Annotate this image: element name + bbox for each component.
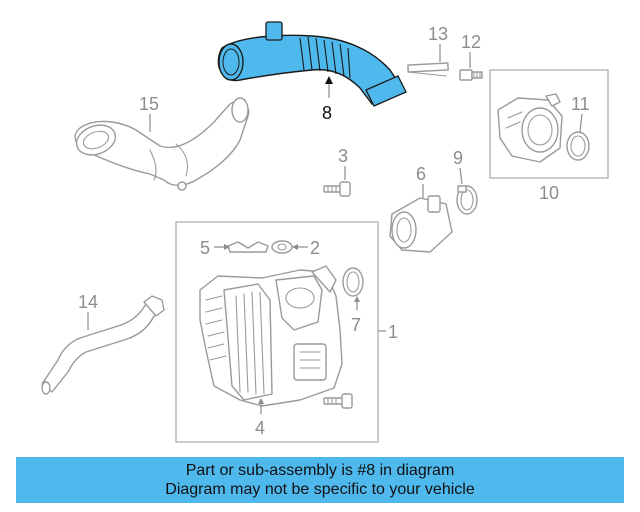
part-bolt-lower[interactable] [323,393,353,409]
subassembly-box-10 [489,69,609,179]
part-9-hose-clamp[interactable] [456,185,478,215]
callout-1: 1 [388,322,398,342]
part-3-bolt[interactable] [323,181,351,197]
leader-9 [459,167,463,185]
banner-line-1: Part or sub-assembly is #8 in diagram [185,462,455,479]
part-5-clip[interactable] [227,241,269,253]
callout-12: 12 [461,32,481,52]
callout-7: 7 [351,315,361,335]
part-14-drain-hose[interactable] [41,295,165,395]
hose-rib [347,47,351,79]
part-11-o-ring[interactable] [566,131,590,161]
part-15-air-duct[interactable] [72,97,250,191]
part-2-grommet[interactable] [271,240,293,254]
leader-4-arrow [258,398,264,404]
subassembly-box-1 [175,221,379,443]
part-10-throttle-body[interactable] [497,93,563,163]
hose-rib [331,41,337,75]
part-13-seal-strip[interactable] [407,62,449,77]
info-banner: Part or sub-assembly is #8 in diagram Di… [16,457,624,503]
callout-14: 14 [78,292,98,312]
hose-rib [315,37,321,72]
hose-rib [339,43,345,77]
hose-rib [323,39,329,73]
parts-diagram: 8 13 12 11 10 15 [41,21,609,443]
hose-rib [307,36,313,71]
callout-2: 2 [310,238,320,258]
leader-11 [579,113,583,133]
hose-outlet-clamp [365,75,407,107]
hose-inlet-inner [222,48,240,76]
leader-8-arrow [325,76,333,84]
hose-body [217,34,404,105]
leader-2-arrow [292,244,298,250]
hose-sensor-port [265,21,283,41]
callout-9: 9 [453,148,463,168]
callout-15: 15 [139,94,159,114]
hose-rib [299,37,305,71]
part-12-bolt[interactable] [459,69,483,81]
callout-10: 10 [539,183,559,203]
leader-7-arrow [354,296,360,302]
banner-line-2: Diagram may not be specific to your vehi… [165,481,475,498]
callout-8: 8 [322,103,332,123]
part-6-air-flow-sensor[interactable] [389,195,453,253]
callout-5: 5 [200,238,210,258]
callout-3: 3 [338,146,348,166]
part-8-intake-hose[interactable] [217,21,407,107]
callout-6: 6 [416,164,426,184]
part-air-cleaner-housing[interactable] [199,265,343,407]
leader-5-arrow [224,244,230,250]
part-7-seal-ring[interactable] [342,267,364,297]
callout-11: 11 [571,94,590,114]
callout-13: 13 [428,24,448,44]
callout-4: 4 [255,418,265,438]
